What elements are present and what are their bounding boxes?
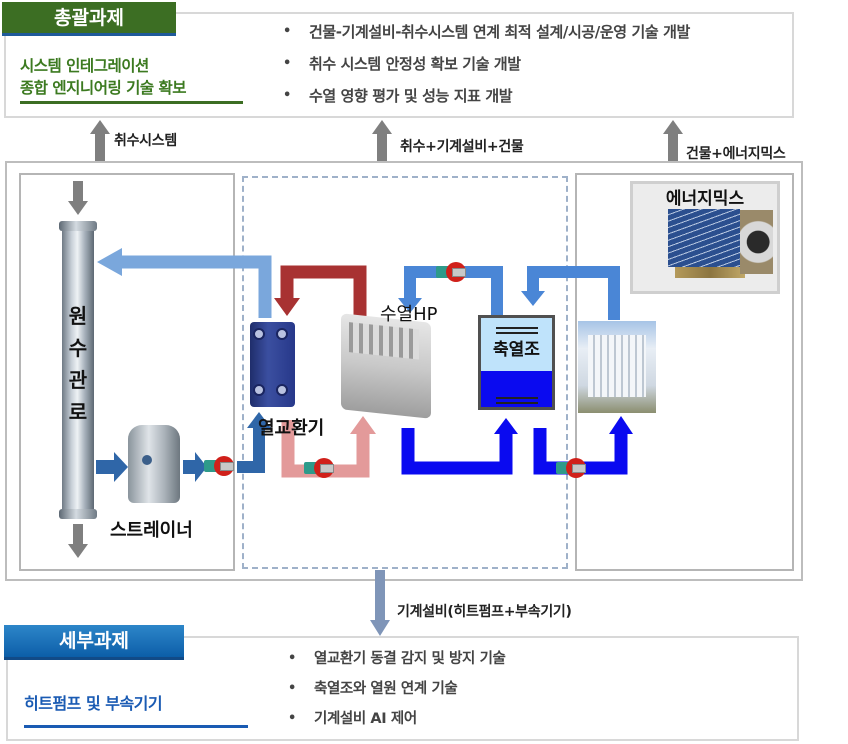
water-source-heat-pump-image	[341, 313, 431, 419]
building-image	[578, 321, 656, 413]
pipe-top-cap	[59, 221, 97, 231]
raw-water-pipe-image	[62, 225, 94, 515]
pump-to-hx-arrow	[237, 425, 265, 473]
heat-exchanger-label: 열교환기	[258, 418, 325, 439]
intake-system-box	[19, 173, 235, 571]
system-up-arrow-icon	[372, 120, 392, 162]
heat-pump-label: 수열HP	[380, 304, 438, 325]
hp-to-tank-arrow	[401, 428, 513, 475]
detail-bullet-list: 열교환기 동결 감지 및 방지 기술 축열조와 열원 연계 기술 기계설비 AI…	[288, 644, 506, 734]
return-to-pipe-arrowhead	[97, 248, 122, 276]
mechanical-system-box	[242, 176, 568, 569]
energy-mix-label: 에너지믹스	[665, 189, 745, 209]
geothermal-well-image	[740, 210, 773, 274]
flow-label-building-energy: 건물+에너지믹스	[686, 146, 786, 162]
pipe-outflow-arrow-icon	[68, 524, 88, 558]
pipe-bottom-cap	[59, 509, 97, 519]
summary-bullet: 건물-기계설비-취수시스템 연계 최적 설계/시공/운영 기술 개발	[283, 16, 690, 48]
thermal-storage-label: 축열조	[493, 340, 540, 360]
summary-tab-title: 총괄과제	[2, 2, 176, 36]
heat-exchanger-image	[250, 322, 295, 407]
solar-panel-image	[668, 209, 740, 267]
tank-loop-pump-icon	[436, 262, 466, 282]
raw-water-pipe-label: 원 수 관 로	[68, 304, 88, 424]
pipe-to-strainer-arrow	[96, 460, 116, 474]
detail-bullet: 축열조와 열원 연계 기술	[288, 674, 505, 704]
tank-top-line	[496, 332, 538, 334]
detail-bullet: 기계설비 AI 제어	[288, 704, 505, 734]
tank-water-level	[481, 371, 552, 407]
tank-bottom-line	[496, 397, 538, 399]
summary-subtitle-line1: 시스템 인테그레이션	[20, 57, 149, 75]
flow-label-intake: 취수시스템	[114, 133, 177, 149]
strainer-to-pump-arrow	[183, 460, 197, 474]
detail-tab-title: 세부과제	[4, 625, 184, 660]
tank-top-line	[496, 327, 538, 329]
flow-label-mechanical: 기계설비(히트펌프+부속기기)	[397, 604, 572, 620]
building-to-tank-arrow	[527, 266, 620, 320]
detail-underline	[24, 725, 248, 728]
hx-loop-pump-icon	[304, 458, 334, 478]
tank-bottom-line	[496, 402, 538, 404]
building-system-box	[575, 173, 794, 571]
flow-label-intake-mech-building: 취수+기계설비+건물	[400, 139, 524, 155]
detail-subtitle: 히트펌프 및 부속기기	[24, 694, 163, 713]
summary-underline	[20, 101, 243, 104]
summary-bullet: 취수 시스템 안정성 확보 기술 개발	[283, 48, 690, 80]
summary-bullet-list: 건물-기계설비-취수시스템 연계 최적 설계/시공/운영 기술 개발 취수 시스…	[283, 16, 690, 112]
return-to-pipe-arrow	[120, 255, 272, 318]
summary-bullet: 수열 영향 평가 및 성능 지표 개발	[283, 80, 690, 112]
strainer-image	[128, 425, 180, 503]
pipe-inflow-arrow-icon	[68, 181, 88, 215]
hp-to-hx-arrow	[280, 265, 367, 330]
strainer-label: 스트레이너	[110, 520, 193, 541]
detail-bullet: 열교환기 동결 감지 및 방지 기술	[288, 644, 506, 674]
summary-subtitle: 시스템 인테그레이션 종합 엔지니어링 기술 확보	[20, 55, 250, 99]
intake-up-arrow-icon	[90, 120, 110, 175]
building-loop-pump-icon	[556, 458, 586, 478]
intake-pump-icon	[204, 456, 234, 476]
mechanical-down-arrow-icon	[370, 570, 390, 636]
summary-subtitle-line2: 종합 엔지니어링 기술 확보	[20, 79, 187, 97]
energy-up-arrow-icon	[663, 120, 683, 178]
